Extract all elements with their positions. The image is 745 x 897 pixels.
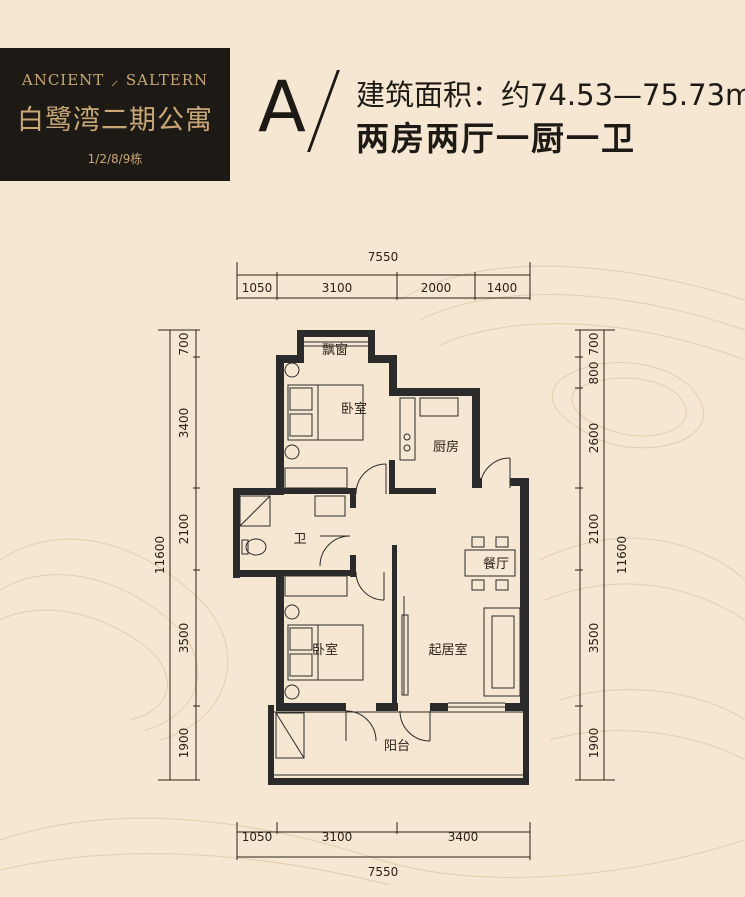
dimension-labels: 7550 1050 3100 2000 1400 1050 3100 3400 … [153,250,629,879]
room-kitchen: 厨房 [433,439,459,455]
room-balcony: 阳台 [384,739,410,754]
dim-left-seg-5: 1900 [177,728,191,759]
dim-right-seg-6: 1900 [587,728,601,759]
dim-right-seg-1: 700 [587,333,601,356]
dim-left-seg-2: 3400 [177,408,191,439]
logo-en-left: ANCIENT [21,71,105,89]
room-dining: 餐厅 [483,556,509,572]
dim-bottom-seg-3: 3400 [448,830,479,844]
dim-bottom-seg-2: 3100 [322,830,353,844]
dim-right-seg-3: 2600 [587,423,601,454]
room-bedroom-2: 卧室 [312,642,338,658]
unit-area-text: 建筑面积：约74.53—75.73m [356,78,745,112]
room-labels: 飘窗 卧室 厨房 卫 餐厅 卧室 起居室 阳台 [293,342,509,754]
dim-right-seg-5: 3500 [587,623,601,654]
dim-right-seg-4: 2100 [587,514,601,545]
dim-top-seg-4: 1400 [487,281,518,295]
logo-english: ANCIENT ⸝ SALTERN [0,70,230,90]
dim-top-total: 7550 [368,250,399,264]
logo-chinese: 白鹭湾二期公寓 [17,105,213,136]
unit-layout: 两房两厅一厨一卫 [356,119,636,158]
door-swings [319,457,511,742]
room-bay-window: 飘窗 [322,342,348,358]
egret-icon: ⸝ [110,71,120,89]
walls [233,330,529,785]
dim-right-total: 11600 [615,536,629,574]
logo-buildings: 1/2/8/9栋 [87,152,143,166]
dim-top-seg-2: 3100 [322,281,353,295]
dimension-lines [158,262,615,860]
room-bathroom: 卫 [293,532,306,547]
project-logo: ANCIENT ⸝ SALTERN 白鹭湾二期公寓 1/2/8/9栋 [0,48,230,181]
dim-bottom-total: 7550 [368,865,399,879]
dim-left-seg-4: 3500 [177,623,191,654]
dim-left-seg-3: 2100 [177,514,191,545]
dim-left-seg-1: 700 [177,333,191,356]
dim-left-total: 11600 [153,536,167,574]
unit-type-letter: A [258,66,306,148]
room-bedroom-1: 卧室 [341,401,367,417]
room-living: 起居室 [428,642,467,658]
dim-top-seg-1: 1050 [242,281,273,295]
unit-area: 建筑面积：约74.53—75.73m2 [356,72,745,114]
dim-top-seg-3: 2000 [421,281,452,295]
dim-right-seg-2: 800 [587,362,601,385]
furniture [239,362,521,759]
windows [274,341,523,776]
logo-en-right: SALTERN [125,71,209,89]
dim-bottom-seg-1: 1050 [242,830,273,844]
